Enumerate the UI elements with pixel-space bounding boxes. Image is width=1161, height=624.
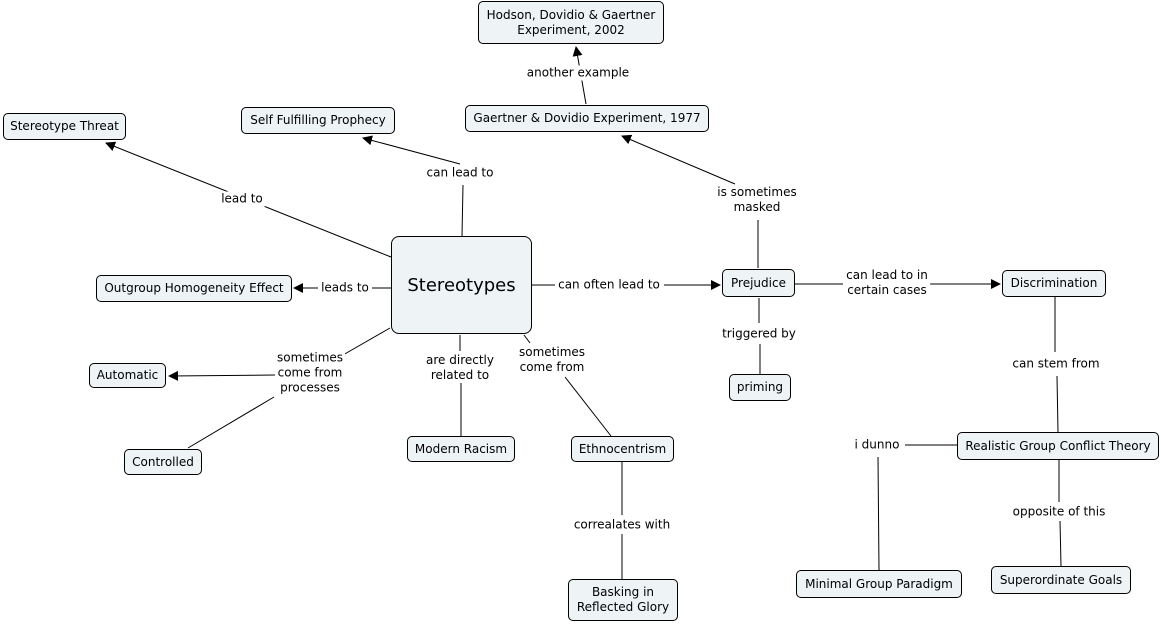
node-superordinate-goals[interactable]: Superordinate Goals bbox=[991, 566, 1131, 594]
label-can-lead-to-in-certain-cases: can lead to in certain cases bbox=[844, 268, 930, 298]
node-outgroup-homogeneity[interactable]: Outgroup Homogeneity Effect bbox=[96, 275, 292, 302]
node-automatic[interactable]: Automatic bbox=[89, 363, 166, 388]
link-processes-arrow bbox=[168, 370, 276, 381]
label-can-stem-from: can stem from bbox=[1010, 356, 1102, 372]
label-lead-to: lead to bbox=[219, 191, 265, 207]
link-processes-controlled bbox=[187, 396, 275, 449]
link-can-lead-to-arrow bbox=[362, 135, 461, 165]
node-gaertner[interactable]: Gaertner & Dovidio Experiment, 1977 bbox=[465, 105, 709, 132]
node-priming[interactable]: priming bbox=[729, 374, 791, 401]
label-is-sometimes-masked: is sometimes masked bbox=[715, 185, 799, 215]
node-modern-racism[interactable]: Modern Racism bbox=[407, 436, 515, 462]
node-ethnocentrism[interactable]: Ethnocentrism bbox=[571, 436, 674, 462]
label-are-directly-related-to: are directly related to bbox=[424, 353, 496, 383]
node-hodson[interactable]: Hodson, Dovidio & Gaertner Experiment, 2… bbox=[478, 1, 664, 44]
node-discrimination[interactable]: Discrimination bbox=[1002, 270, 1106, 297]
link-dunno-2 bbox=[877, 456, 880, 571]
link-sometimes-2 bbox=[564, 376, 612, 437]
link-stem-2 bbox=[1056, 375, 1059, 433]
label-sometimes-come-from-processes: sometimes come from processes bbox=[274, 350, 346, 396]
node-stereotypes[interactable]: Stereotypes bbox=[391, 236, 532, 334]
link-can-lead-to bbox=[461, 184, 464, 237]
link-processes bbox=[342, 327, 391, 356]
label-another-example: another example bbox=[524, 65, 632, 81]
node-controlled[interactable]: Controlled bbox=[124, 449, 202, 475]
node-self-fulfilling-prophecy[interactable]: Self Fulfilling Prophecy bbox=[241, 107, 395, 134]
node-stereotype-threat[interactable]: Stereotype Threat bbox=[3, 113, 126, 140]
label-can-lead-to: can lead to bbox=[424, 165, 496, 181]
node-realistic-group-conflict[interactable]: Realistic Group Conflict Theory bbox=[957, 432, 1159, 460]
node-minimal-group-paradigm[interactable]: Minimal Group Paradigm bbox=[796, 570, 962, 598]
link-masked-arrow bbox=[621, 134, 736, 185]
node-prejudice[interactable]: Prejudice bbox=[722, 269, 795, 297]
node-basking[interactable]: Basking in Reflected Glory bbox=[568, 579, 678, 621]
label-leads-to: leads to bbox=[319, 280, 371, 296]
label-can-often-lead-to: can often lead to bbox=[556, 277, 662, 293]
label-correalates-with: correalates with bbox=[571, 517, 673, 533]
label-opposite-of-this: opposite of this bbox=[1010, 504, 1108, 520]
label-triggered-by: triggered by bbox=[720, 326, 798, 342]
label-sometimes-come-from: sometimes come from bbox=[516, 345, 588, 375]
label-i-dunno: i dunno bbox=[852, 437, 902, 453]
link-sometimes bbox=[523, 334, 531, 344]
link-opposite-2 bbox=[1059, 520, 1062, 567]
